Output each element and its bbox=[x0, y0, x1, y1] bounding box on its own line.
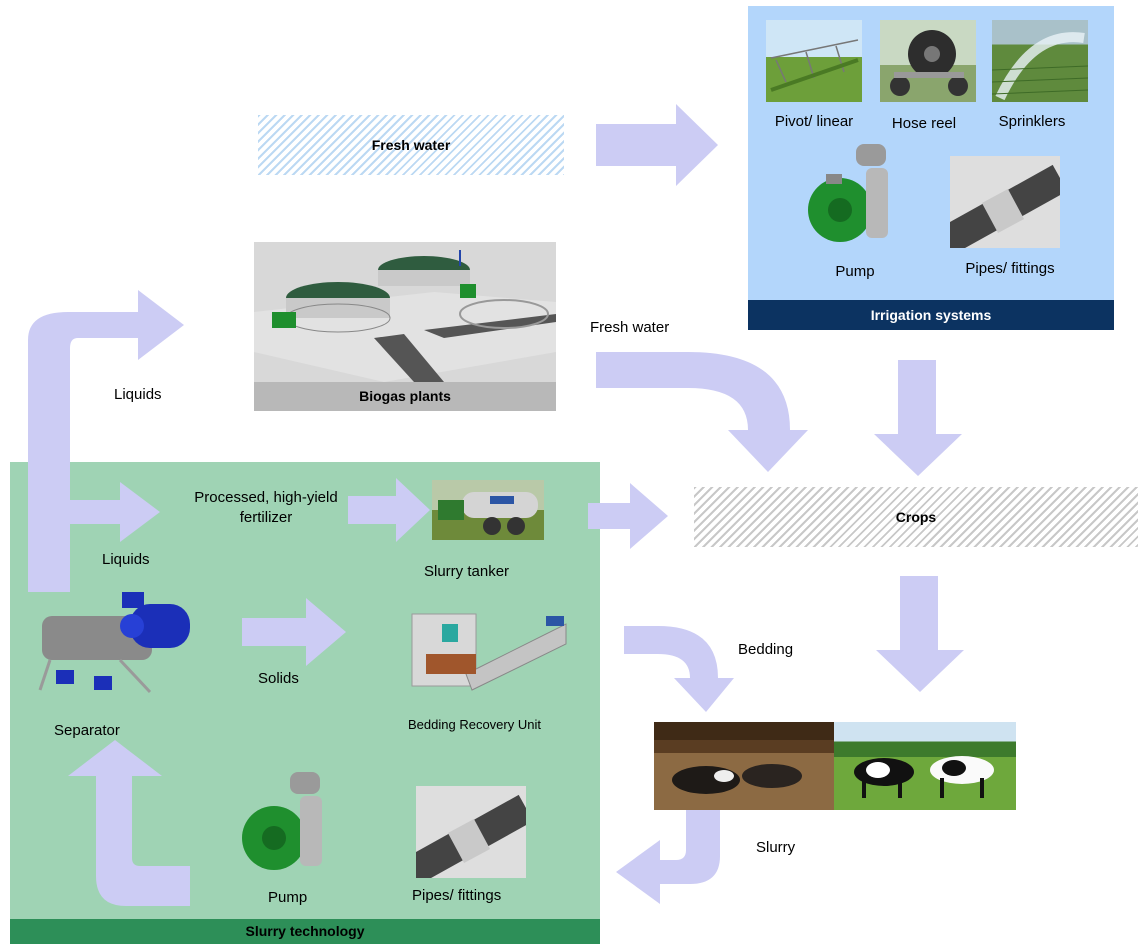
hose-reel-label: Hose reel bbox=[891, 115, 957, 132]
slurry-tanker-photo bbox=[432, 480, 544, 540]
crops-box: Crops bbox=[694, 487, 1138, 547]
arrow-freshwater-to-irrigation bbox=[596, 104, 718, 186]
bedding-recovery-unit-photo bbox=[406, 604, 572, 696]
biogas-plants-title: Biogas plants bbox=[254, 382, 556, 411]
hose-reel-photo bbox=[880, 20, 976, 102]
arrow-irrigation-to-crops bbox=[874, 360, 962, 476]
slurry-pump-photo bbox=[230, 768, 338, 880]
irrigation-pump-photo bbox=[796, 138, 904, 252]
slurry-technology-title: Slurry technology bbox=[10, 919, 600, 944]
arrow-liquids-to-fertilizer bbox=[70, 482, 160, 542]
fresh-water-box: Fresh water bbox=[258, 115, 564, 175]
slurry-pump-label: Pump bbox=[268, 889, 308, 906]
separator-photo bbox=[30, 586, 210, 696]
fertilizer-label: Processed, high-yield fertilizer bbox=[186, 488, 346, 528]
slurry-tanker-label: Slurry tanker bbox=[424, 563, 510, 580]
bedding-label: Bedding bbox=[738, 641, 794, 658]
liquids-top-label: Liquids bbox=[114, 386, 162, 403]
sprinklers-photo bbox=[992, 20, 1088, 102]
arrow-pump-to-separator bbox=[68, 740, 190, 906]
irrigation-pipes-photo bbox=[950, 156, 1060, 248]
slurry-label: Slurry bbox=[756, 839, 796, 856]
separator-label: Separator bbox=[54, 722, 120, 739]
arrow-solids-to-bedding-unit bbox=[242, 598, 346, 666]
cows-pasture-photo bbox=[834, 722, 1016, 810]
irrigation-pipes-label: Pipes/ fittings bbox=[965, 260, 1055, 277]
arrow-fertilizer-to-tanker bbox=[348, 478, 430, 542]
arrow-freshwater-to-crops bbox=[596, 352, 808, 472]
liquids-bottom-label: Liquids bbox=[102, 551, 150, 568]
slurry-pipes-label: Pipes/ fittings bbox=[412, 887, 502, 904]
biogas-plant-image bbox=[254, 242, 556, 382]
fertilizer-text: Processed, high-yield fertilizer bbox=[194, 489, 338, 526]
solids-label: Solids bbox=[258, 670, 299, 687]
irrigation-systems-title: Irrigation systems bbox=[748, 300, 1114, 330]
cows-barn-photo bbox=[654, 722, 834, 810]
arrow-liquids-to-biogas bbox=[28, 290, 184, 592]
arrow-bedding-to-cows bbox=[624, 626, 734, 712]
sprinklers-label: Sprinklers bbox=[998, 113, 1066, 130]
slurry-pipes-photo bbox=[416, 786, 526, 878]
bedding-recovery-unit-label: Bedding Recovery Unit bbox=[408, 717, 541, 732]
pivot-linear-label: Pivot/ linear bbox=[774, 113, 854, 130]
fresh-water-label: Fresh water bbox=[590, 319, 670, 336]
pivot-linear-photo bbox=[766, 20, 862, 102]
arrow-tanker-to-crops bbox=[588, 483, 668, 549]
irrigation-pump-label: Pump bbox=[835, 263, 875, 280]
arrow-crops-to-cows bbox=[876, 576, 964, 692]
